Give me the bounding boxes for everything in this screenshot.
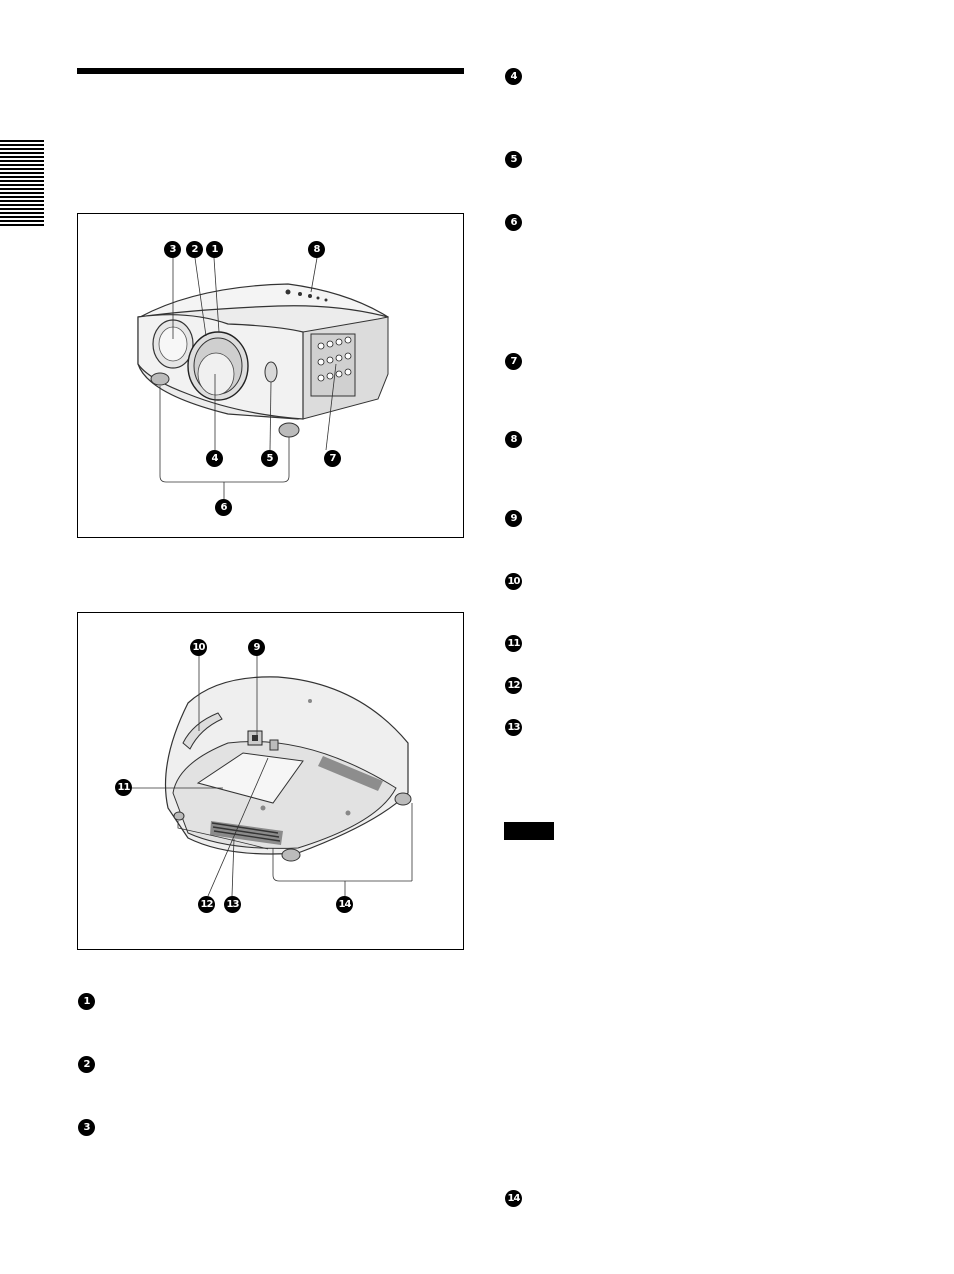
callout-13: 13 xyxy=(224,896,241,913)
item-marker-13: 13 xyxy=(505,719,522,736)
item-marker-8: 8 xyxy=(505,431,522,448)
callout-14: 14 xyxy=(336,896,353,913)
heading-rule xyxy=(77,68,464,74)
item-marker-7: 7 xyxy=(505,353,522,370)
front-view-figure: 3 2 1 8 4 5 7 6 xyxy=(77,213,464,538)
projector-bottom-illustration xyxy=(132,655,413,897)
bottom-view-figure: 10 9 11 12 13 14 xyxy=(77,612,464,950)
item-marker-4: 4 xyxy=(505,68,522,85)
item-marker-11: 11 xyxy=(505,635,522,652)
callout-12: 12 xyxy=(198,896,215,913)
callout-3: 3 xyxy=(164,241,181,258)
item-marker-6: 6 xyxy=(505,214,522,231)
callout-11: 11 xyxy=(115,779,132,796)
item-marker-1: 1 xyxy=(78,993,95,1010)
item-marker-2: 2 xyxy=(78,1056,95,1073)
callout-9: 9 xyxy=(248,639,265,656)
callout-10: 10 xyxy=(190,639,207,656)
callout-5: 5 xyxy=(261,450,278,467)
item-marker-3: 3 xyxy=(78,1119,95,1136)
projector-front-illustration xyxy=(137,257,389,499)
callout-1: 1 xyxy=(206,241,223,258)
callout-7: 7 xyxy=(324,450,341,467)
callout-6: 6 xyxy=(215,499,232,516)
item-marker-14: 14 xyxy=(505,1190,522,1207)
item-marker-10: 10 xyxy=(505,573,522,590)
note-label-box xyxy=(504,822,554,840)
callout-2: 2 xyxy=(186,241,203,258)
callout-4: 4 xyxy=(206,450,223,467)
callout-8: 8 xyxy=(308,241,325,258)
item-marker-5: 5 xyxy=(505,151,522,168)
item-marker-12: 12 xyxy=(505,677,522,694)
item-marker-9: 9 xyxy=(505,510,522,527)
section-tab-marker xyxy=(0,140,44,228)
